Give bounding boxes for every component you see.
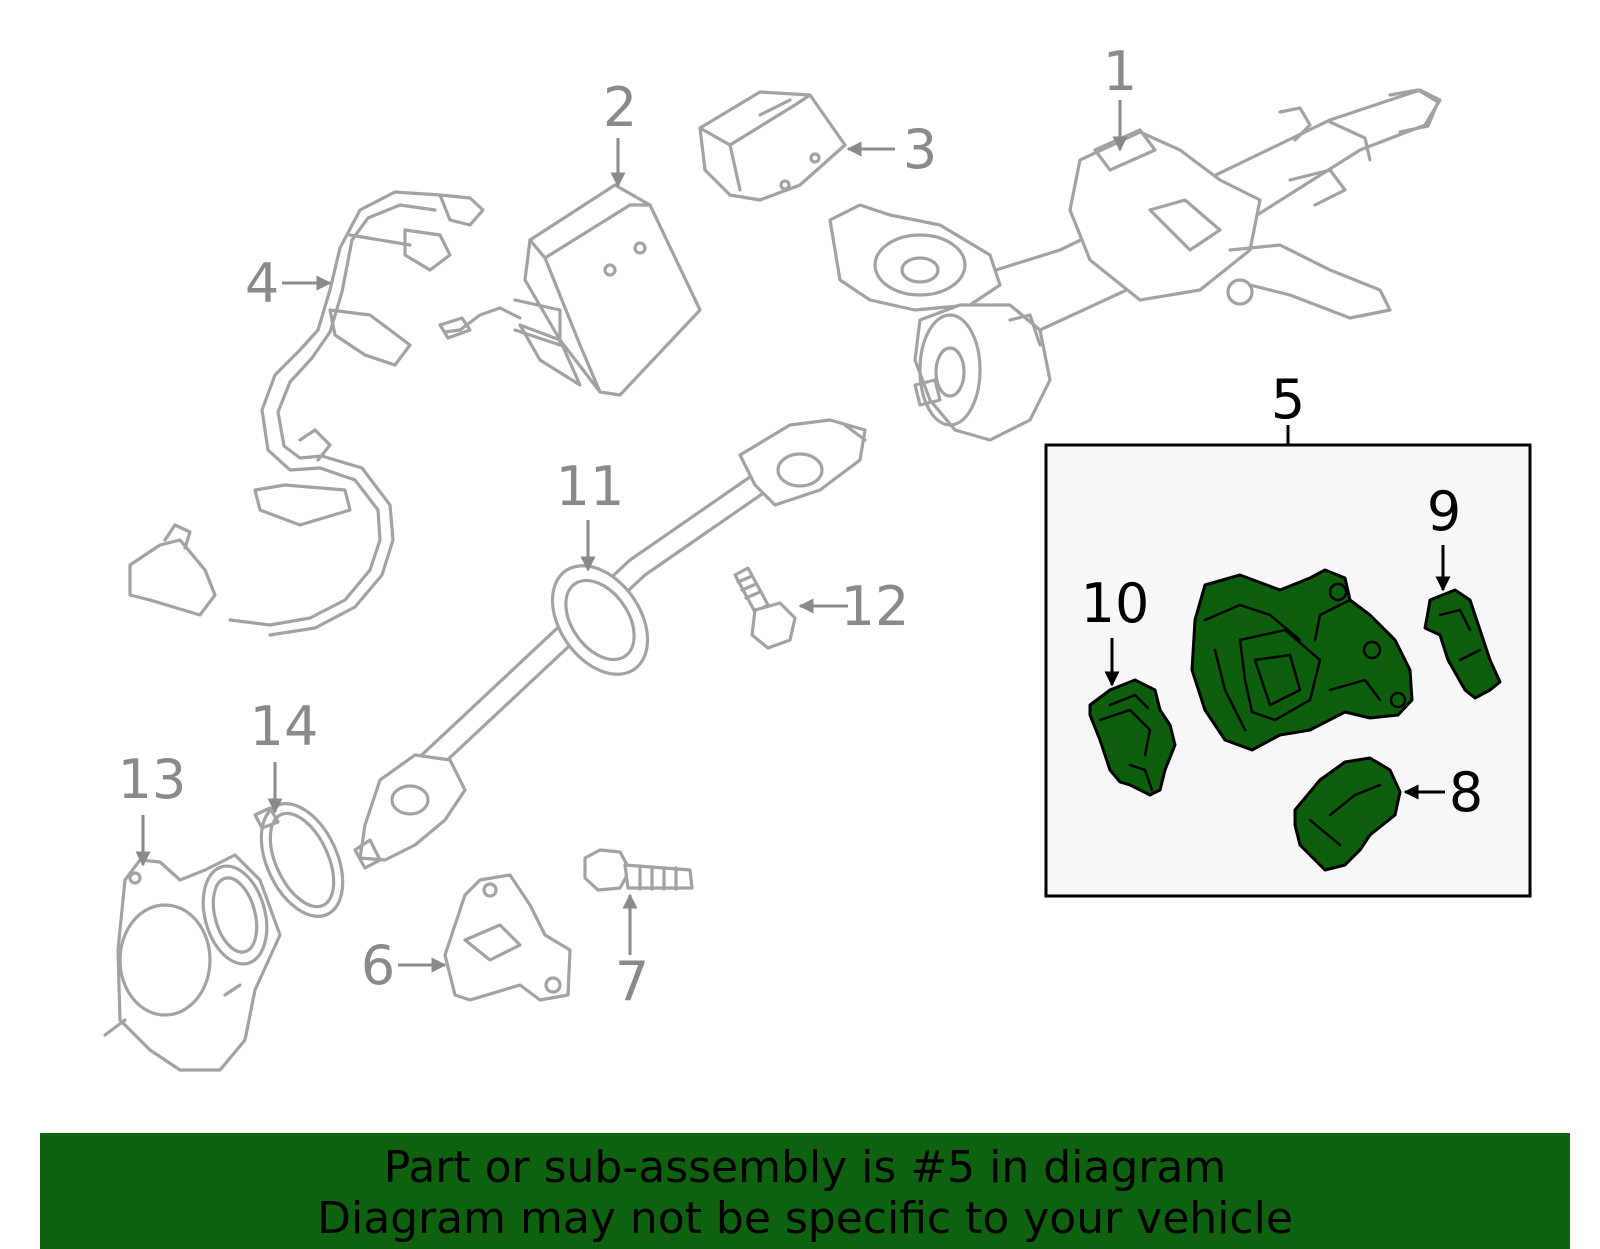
callout-leaders [135, 100, 1451, 973]
switch-10[interactable] [1088, 678, 1177, 797]
callout-labels: 1 2 3 4 5 6 7 8 9 10 11 12 13 14 [118, 40, 1484, 1013]
bolt-7[interactable] [583, 848, 694, 892]
callout-12: 12 [841, 575, 910, 638]
banner-line-disclaimer: Diagram may not be specific to your vehi… [317, 1193, 1293, 1244]
callout-14: 14 [250, 695, 319, 758]
callout-1: 1 [1103, 40, 1137, 103]
callout-5: 5 [1271, 368, 1305, 431]
callout-2: 2 [603, 76, 637, 139]
callout-13: 13 [118, 748, 187, 811]
callout-9: 9 [1427, 480, 1461, 543]
column-cover[interactable] [698, 90, 847, 202]
info-banner: Part or sub-assembly is #5 in diagram Di… [40, 1133, 1570, 1249]
callout-6: 6 [361, 934, 395, 997]
banner-line-part: Part or sub-assembly is #5 in diagram [383, 1142, 1227, 1193]
callout-7: 7 [615, 950, 649, 1013]
callout-10: 10 [1081, 572, 1150, 635]
callout-3: 3 [903, 118, 937, 181]
callout-11: 11 [556, 455, 625, 518]
control-module[interactable] [438, 183, 702, 397]
bolt-12[interactable] [733, 566, 797, 650]
intermediate-shaft[interactable] [353, 418, 867, 870]
wire-harness[interactable] [128, 190, 485, 637]
callout-4: 4 [245, 252, 279, 315]
cylinder-cap[interactable] [1293, 756, 1402, 872]
lock-housing[interactable] [1190, 568, 1414, 752]
steering-column-assembly[interactable] [828, 88, 1442, 442]
callout-8: 8 [1449, 761, 1483, 824]
sensor-9[interactable] [1423, 588, 1502, 700]
boot-plate[interactable] [103, 853, 282, 1072]
bracket[interactable] [443, 873, 572, 1002]
